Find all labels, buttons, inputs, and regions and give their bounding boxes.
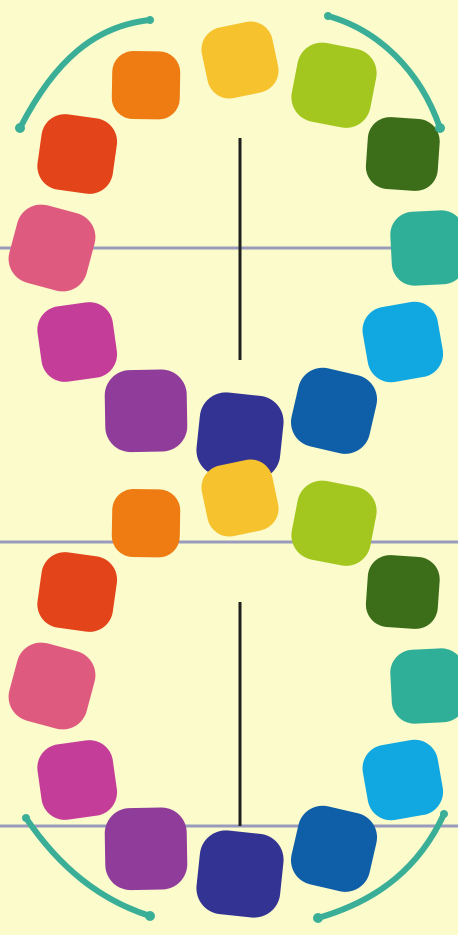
lower-wheel-swatch-red: [34, 549, 120, 635]
upper-wheel-swatch-red: [34, 111, 120, 197]
left-arc-arrow-tail: [146, 16, 154, 24]
right-arc-arrow-head: [435, 123, 445, 133]
lower-wheel-swatch-indigo: [194, 828, 286, 920]
lower-right-arc-arrow-head: [313, 913, 323, 923]
lower-wheel-swatch-pink: [3, 637, 101, 735]
upper-wheel-swatch-violet: [104, 369, 187, 452]
upper-wheel-swatch-yellow: [197, 17, 282, 102]
upper-wheel-swatch-blue-green: [389, 209, 458, 287]
lower-wheel-swatch-magenta: [34, 737, 120, 823]
lower-left-arc-arrow-tail: [22, 814, 30, 822]
upper-wheel-swatch-green: [364, 116, 441, 193]
lower-wheel-swatch-blue-green: [389, 647, 458, 725]
lower-wheel-swatch-green: [364, 554, 441, 631]
lower-wheel-swatch-blue: [286, 801, 382, 897]
lower-right-arc-arrow-tail: [440, 810, 448, 818]
lower-wheel-swatch-violet: [104, 807, 187, 890]
upper-wheel-swatch-magenta: [34, 299, 120, 385]
upper-wheel-swatch-light-blue: [359, 298, 447, 386]
lower-left-arc-arrow-head: [145, 911, 155, 921]
lower-wheel-swatch-light-blue: [359, 736, 447, 824]
upper-wheel-swatch-pink: [3, 199, 101, 297]
lower-wheel-swatch-orange: [111, 489, 180, 558]
left-arc-arrow-head: [15, 123, 25, 133]
right-arc-arrow-tail: [324, 12, 332, 20]
upper-wheel-swatch-yellow-green: [287, 38, 381, 132]
upper-wheel-swatch-orange: [111, 51, 180, 120]
upper-wheel-swatch-blue: [286, 363, 382, 459]
lower-wheel-swatch-yellow-green: [287, 476, 381, 570]
